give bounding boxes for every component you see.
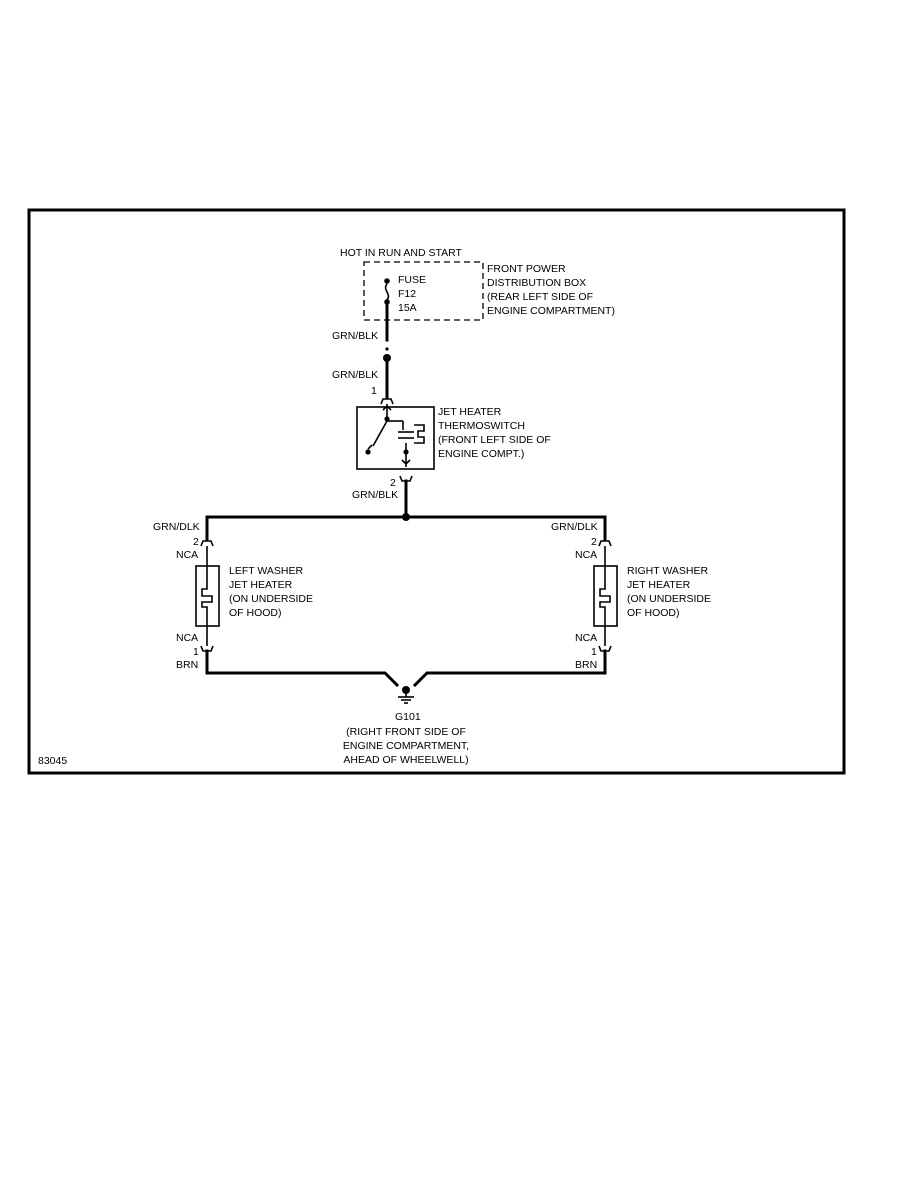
right-heater-name-line: (ON UNDERSIDE — [627, 593, 711, 605]
thermoswitch-symbol — [365, 404, 425, 467]
fuse-box-outline — [363, 261, 484, 321]
heater-element-symbol — [201, 566, 213, 626]
connector-symbol — [200, 540, 214, 547]
wire-label-left-in: GRN/DLK — [153, 521, 200, 533]
ground-location-line: (RIGHT FRONT SIDE OF — [346, 726, 466, 738]
left-heater-pin-bottom: 1 — [193, 646, 199, 658]
left-heater-name: LEFT WASHER JET HEATER (ON UNDERSIDE OF … — [229, 565, 313, 619]
ground-id: G101 — [395, 711, 421, 723]
thermoswitch-box — [356, 406, 435, 470]
wire-label-right-in: GRN/DLK — [551, 521, 598, 533]
thermoswitch-name-line: ENGINE COMPT.) — [438, 448, 524, 460]
right-heater-name-line: OF HOOD) — [627, 607, 680, 619]
left-heater-conn-bottom: NCA — [176, 632, 198, 644]
left-heater-name-line: OF HOOD) — [229, 607, 282, 619]
wire-break-dot — [385, 347, 389, 351]
ground-location-line: AHEAD OF WHEELWELL) — [343, 754, 468, 766]
thermoswitch-pin-in: 1 — [371, 385, 377, 397]
wire-ground-left — [205, 671, 400, 688]
left-heater-pin-top: 2 — [193, 536, 199, 548]
thermoswitch-pin-out: 2 — [390, 477, 396, 489]
fuse-number: F12 — [398, 288, 416, 300]
left-heater-name-line: LEFT WASHER — [229, 565, 304, 577]
thermoswitch-name-line: THERMOSWITCH — [438, 420, 525, 432]
fuse-box-name: FRONT POWER DISTRIBUTION BOX (REAR LEFT … — [487, 263, 615, 317]
wire-label-switch-out: GRN/BLK — [352, 489, 398, 501]
left-heater-name-line: (ON UNDERSIDE — [229, 593, 313, 605]
right-heater-name-line: JET HEATER — [627, 579, 691, 591]
right-heater-pin-bottom: 1 — [591, 646, 597, 658]
wire-ground-right — [412, 671, 607, 688]
ground-symbol — [398, 686, 414, 704]
wire-label-left-out: BRN — [176, 659, 198, 671]
thermoswitch-name: JET HEATER THERMOSWITCH (FRONT LEFT SIDE… — [438, 406, 551, 460]
left-heater-conn-top: NCA — [176, 549, 198, 561]
right-heater-pin-top: 2 — [591, 536, 597, 548]
right-heater-name-line: RIGHT WASHER — [627, 565, 709, 577]
right-heater-conn-top: NCA — [575, 549, 597, 561]
heater-element-symbol — [599, 566, 611, 626]
fuse-box-name-line: FRONT POWER — [487, 263, 566, 275]
diagram-id: 83045 — [38, 755, 67, 767]
connector-symbol — [380, 398, 394, 405]
power-source-label: HOT IN RUN AND START — [340, 247, 463, 259]
fuse-rating: 15A — [398, 302, 417, 314]
connector-symbol — [598, 540, 612, 547]
fuse-symbol — [384, 278, 390, 305]
ground-location: (RIGHT FRONT SIDE OF ENGINE COMPARTMENT,… — [343, 726, 469, 766]
ground-location-line: ENGINE COMPARTMENT, — [343, 740, 469, 752]
fuse-label: FUSE — [398, 274, 426, 286]
diagram-frame — [27, 208, 846, 775]
wire-label-right-out: BRN — [575, 659, 597, 671]
thermoswitch-name-line: (FRONT LEFT SIDE OF — [438, 434, 551, 446]
left-heater-name-line: JET HEATER — [229, 579, 293, 591]
right-heater-name: RIGHT WASHER JET HEATER (ON UNDERSIDE OF… — [627, 565, 711, 619]
fuse-box-name-line: DISTRIBUTION BOX — [487, 277, 586, 289]
fuse-box-name-line: (REAR LEFT SIDE OF — [487, 291, 593, 303]
wire-label-switch-in: GRN/BLK — [332, 369, 378, 381]
wire-label-fuse-out: GRN/BLK — [332, 330, 378, 342]
thermoswitch-name-line: JET HEATER — [438, 406, 502, 418]
fuse-box-name-line: ENGINE COMPARTMENT) — [487, 305, 615, 317]
right-heater-conn-bottom: NCA — [575, 632, 597, 644]
